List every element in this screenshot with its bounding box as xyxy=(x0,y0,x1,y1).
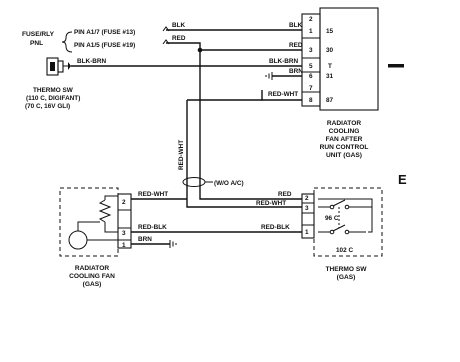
thermo-gas-pin-1: 1 xyxy=(305,229,309,236)
thermo-gas-temp-96: 96 C xyxy=(325,215,339,222)
fuse-panel-label-1: FUSE/RLY xyxy=(22,31,55,38)
wire-red-label-right: RED xyxy=(289,42,303,49)
rc-terminal-30: 30 xyxy=(326,47,334,54)
wire-red-wht-vertical xyxy=(186,100,302,208)
rc-terminal-15: 15 xyxy=(326,28,334,35)
thermo-sw-top-label-1: THERMO SW xyxy=(33,87,74,94)
fan-label-2: COOLING FAN xyxy=(69,273,115,280)
cooling-fan-unit xyxy=(59,187,132,257)
thermo-gas-pin-3: 3 xyxy=(305,205,309,212)
fan-pin-2: 2 xyxy=(122,199,126,206)
ground-icon-fan xyxy=(169,240,177,248)
rc-pin-5: 5 xyxy=(309,63,313,70)
wire-red-wht-label-vertical: RED-WHT xyxy=(178,140,185,170)
thermo-gas-temp-102: 102 C xyxy=(336,247,353,254)
wire-brn-label-top: BRN xyxy=(289,68,303,75)
rc-pin-2: 2 xyxy=(309,16,313,23)
rc-pin-8: 8 xyxy=(309,97,313,104)
rc-unit-label-5: UNIT (GAS) xyxy=(326,152,362,159)
rc-pin-3: 3 xyxy=(309,47,313,54)
wire-red-blk-label-right: RED-BLK xyxy=(261,224,290,231)
pin-a17-label: PIN A1/7 (FUSE #13) xyxy=(74,29,135,36)
run-control-unit xyxy=(301,7,379,111)
thermo-gas-label-2: (GAS) xyxy=(337,274,356,281)
wire-red-label-lower: RED xyxy=(278,191,292,198)
fuse-panel-label-2: PNL xyxy=(30,40,43,47)
margin-dash xyxy=(388,64,404,68)
thermo-gas-pin-2: 2 xyxy=(305,195,309,202)
wire-red-wht-label-top: RED-WHT xyxy=(268,91,298,98)
fan-label-3: (GAS) xyxy=(83,281,102,288)
wire-brn-fan-label: BRN xyxy=(138,236,152,243)
fan-label-1: RADIATOR xyxy=(75,265,109,272)
ground-icon-top xyxy=(265,72,273,80)
thermo-sw-top-label-2: (110 C, DIGIFANT) xyxy=(26,95,80,102)
wire-blk-brn-label-right: BLK-BRN xyxy=(269,58,298,65)
fuse-panel-brace xyxy=(61,31,73,53)
wire-fan-red-wht-label: RED-WHT xyxy=(138,191,168,198)
rc-pin-6: 6 xyxy=(309,73,313,80)
wire-blk-brn-label-left: BLK-BRN xyxy=(77,58,106,65)
rc-pin-7: 7 xyxy=(309,85,313,92)
rc-unit-label-2: COOLING xyxy=(329,128,360,135)
pin-a15-label: PIN A1/5 (FUSE #19) xyxy=(74,42,135,49)
rc-unit-label-4: RUN CONTROL xyxy=(320,144,369,151)
wo-ac-label: (W/O A/C) xyxy=(214,180,244,187)
thermo-sw-gas-unit xyxy=(301,187,383,257)
fan-pin-3: 3 xyxy=(122,230,126,237)
thermo-sw-top-symbol xyxy=(46,57,71,76)
rc-unit-label-1: RADIATOR xyxy=(327,120,361,127)
wire-red-wht-label-lower: RED-WHT xyxy=(256,200,286,207)
rc-terminal-t: T xyxy=(328,63,332,70)
rc-terminal-31: 31 xyxy=(326,73,334,80)
wire-blk-label-right: BLK xyxy=(289,22,303,29)
rc-terminal-87: 87 xyxy=(326,97,334,104)
thermo-sw-top-label-3: (70 C, 16V GLI) xyxy=(25,103,70,110)
wire-blk-label-left: BLK xyxy=(172,22,186,29)
wire-red-vertical xyxy=(199,50,302,200)
rc-pin-1: 1 xyxy=(309,28,313,35)
margin-letter: E xyxy=(398,172,407,187)
rc-unit-label-3: FAN AFTER xyxy=(326,136,363,143)
wire-red-fuse19 xyxy=(166,42,302,51)
thermo-gas-label-1: THERMO SW xyxy=(325,266,367,273)
wire-red-label-left: RED xyxy=(172,35,186,42)
fan-pin-1: 1 xyxy=(122,242,126,249)
wire-red-blk-label-left: RED-BLK xyxy=(138,224,167,231)
